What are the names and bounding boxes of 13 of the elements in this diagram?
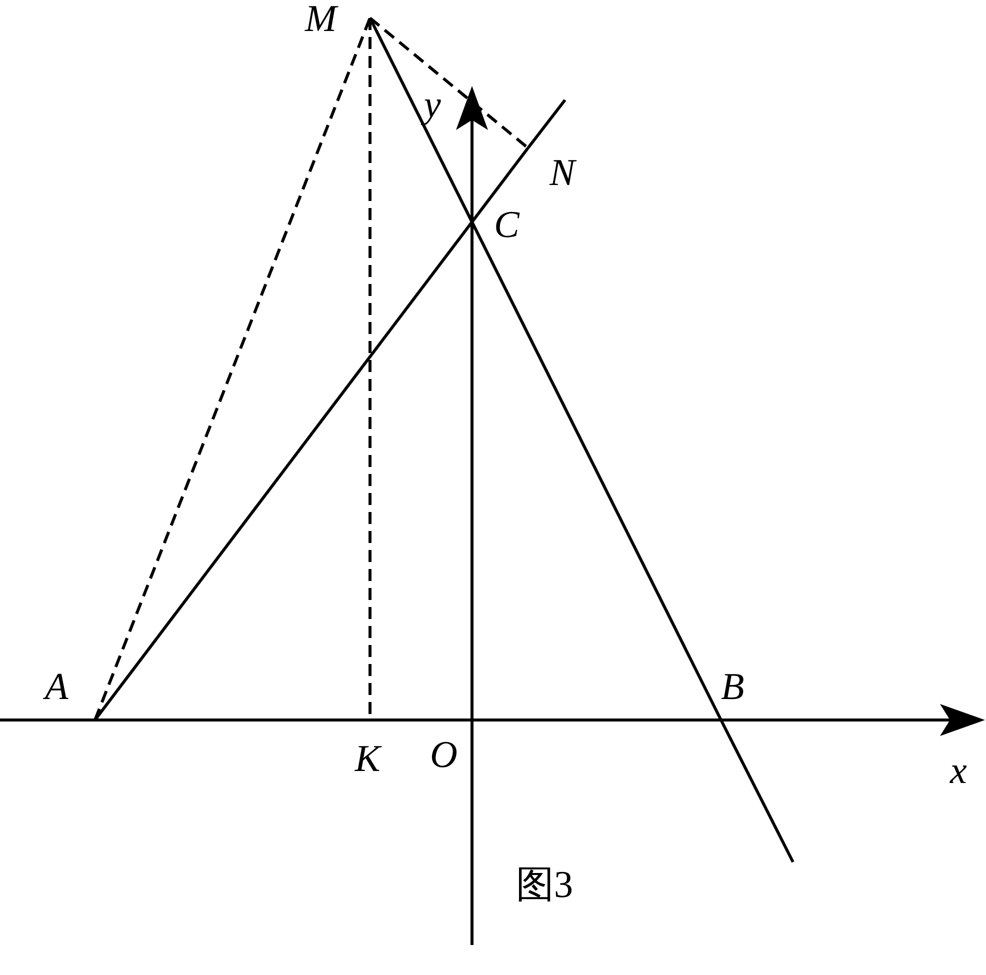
line [94,147,530,721]
point-label: O [430,736,458,774]
point-label: B [721,668,757,720]
point-label: M [305,0,370,38]
point-label: N [528,148,575,192]
caption: 图3 [516,866,573,904]
point-label: K [345,720,390,778]
dashed-line [94,17,372,721]
point-label: A [45,668,95,720]
dashed-line [369,16,529,150]
axis-label: x [950,752,967,790]
line [368,17,722,721]
point-label: C [494,206,520,244]
